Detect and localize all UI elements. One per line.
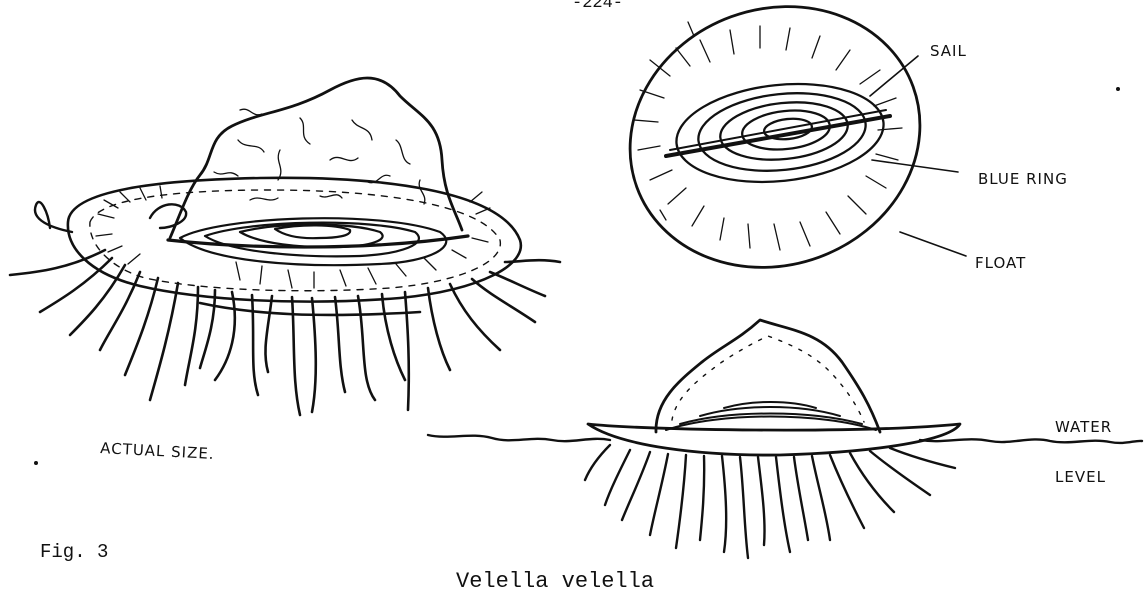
top-view-float-rings	[672, 74, 889, 191]
level-label: LEVEL	[1055, 468, 1106, 486]
oblique-sail-texture	[214, 109, 425, 204]
oblique-view-drawing	[10, 78, 560, 415]
side-view-drawing	[428, 320, 1142, 558]
float-label: FLOAT	[975, 254, 1026, 272]
side-view-float-bands	[666, 402, 876, 430]
species-caption: Velella velella	[456, 569, 654, 594]
blue-ring-label: BLUE RING	[978, 170, 1068, 188]
oblique-tentacles	[10, 250, 560, 415]
top-view-drawing	[593, 0, 1120, 308]
figure-label: Fig. 3	[40, 541, 108, 563]
sail-label: SAIL	[930, 42, 967, 60]
side-view-tentacles	[585, 445, 955, 558]
water-label: WATER	[1055, 418, 1112, 436]
actual-size-label: ACTUAL SIZE.	[100, 439, 215, 463]
